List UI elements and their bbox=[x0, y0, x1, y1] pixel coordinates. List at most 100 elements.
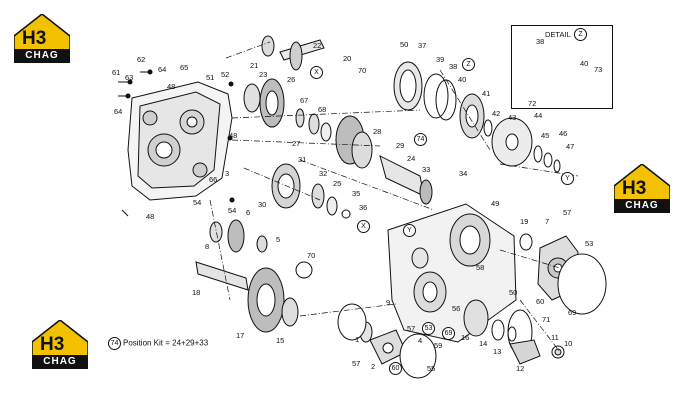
part-label: 56 bbox=[452, 304, 461, 313]
part-label: 19 bbox=[520, 217, 529, 226]
logo-word: CHAG bbox=[14, 49, 70, 63]
bolt-set-left bbox=[118, 69, 235, 217]
part-label: 62 bbox=[137, 55, 146, 64]
part-label: 4 bbox=[418, 336, 423, 345]
gear-28 bbox=[335, 115, 373, 169]
part-label: 46 bbox=[559, 129, 568, 138]
part-label: 5 bbox=[276, 235, 281, 244]
part-label: 53 bbox=[585, 239, 594, 248]
part-label: 37 bbox=[418, 41, 427, 50]
cover-44 bbox=[491, 117, 533, 167]
part-label: 13 bbox=[493, 347, 502, 356]
view-marker-x: X bbox=[357, 220, 370, 233]
part-label: 64 bbox=[158, 65, 167, 74]
house-logo-icon bbox=[614, 164, 670, 201]
part-label: 65 bbox=[180, 63, 189, 72]
part-label: 21 bbox=[250, 61, 259, 70]
cover-plate-2 bbox=[369, 329, 407, 365]
part-label: 43 bbox=[508, 113, 517, 122]
view-marker-y: Y bbox=[403, 224, 416, 237]
logo-word: CHAG bbox=[32, 355, 88, 369]
part-label: 48 bbox=[167, 82, 176, 91]
part-label: 39 bbox=[436, 55, 445, 64]
part-label: 47 bbox=[566, 142, 575, 151]
part-label: 6 bbox=[246, 208, 251, 217]
part-label: 70 bbox=[307, 251, 316, 260]
gear-26 bbox=[243, 78, 285, 128]
view-marker-x: X bbox=[310, 66, 323, 79]
part-label: 33 bbox=[422, 165, 431, 174]
circled-part-label: 69 bbox=[442, 327, 455, 340]
part-label: 50 bbox=[509, 288, 518, 297]
house-logo-icon bbox=[14, 14, 70, 51]
part-label: 27 bbox=[292, 139, 301, 148]
part-label: 71 bbox=[542, 315, 551, 324]
seal-ring-37 bbox=[393, 61, 423, 111]
part-label: 57 bbox=[563, 208, 572, 217]
part-label: 57 bbox=[407, 324, 416, 333]
brand-logo: H3 CHAG bbox=[614, 164, 670, 214]
part-label: 20 bbox=[343, 54, 352, 63]
input-shaft-22 bbox=[261, 35, 325, 71]
circled-part-label: 60 bbox=[389, 362, 402, 375]
part-label: 24 bbox=[407, 154, 416, 163]
part-label: 30 bbox=[258, 200, 267, 209]
part-label: 55 bbox=[427, 364, 436, 373]
part-label: 54 bbox=[228, 206, 237, 215]
brand-logo: H3 CHAG bbox=[32, 320, 88, 370]
part-label: 22 bbox=[313, 41, 322, 50]
part-label: 35 bbox=[352, 189, 361, 198]
part-label: 66 bbox=[209, 175, 218, 184]
part-label: 14 bbox=[479, 339, 488, 348]
valve-12 bbox=[509, 339, 541, 365]
part-label: 69 bbox=[568, 308, 577, 317]
logo-code: H3 bbox=[40, 334, 65, 355]
part-label: 40 bbox=[458, 75, 467, 84]
part-label: 52 bbox=[221, 70, 230, 79]
part-label: 42 bbox=[492, 109, 501, 118]
part-label: 58 bbox=[476, 263, 485, 272]
part-label: 3 bbox=[225, 169, 230, 178]
part-label: 18 bbox=[192, 288, 201, 297]
detail-ref-marker: Z bbox=[574, 28, 587, 41]
gear-17 bbox=[247, 267, 285, 333]
part-label: 12 bbox=[516, 364, 525, 373]
part-label: 11 bbox=[551, 333, 559, 342]
part-label: 51 bbox=[206, 73, 215, 82]
part-label: 60 bbox=[536, 297, 545, 306]
part-label: 41 bbox=[482, 89, 491, 98]
logo-code: H3 bbox=[622, 178, 647, 199]
part-label: 32 bbox=[319, 169, 328, 178]
part-label: 29 bbox=[396, 141, 405, 150]
kit-note-ref: 74 bbox=[108, 337, 121, 350]
detail-part-label: 40 bbox=[580, 59, 589, 68]
flange-41 bbox=[459, 93, 485, 139]
part-label: 28 bbox=[373, 127, 382, 136]
part-label: 57 bbox=[352, 359, 361, 368]
part-label: 15 bbox=[276, 336, 285, 345]
circled-part-label: 53 bbox=[422, 322, 435, 335]
part-label: 54 bbox=[193, 198, 202, 207]
shaft-33 bbox=[379, 155, 425, 197]
part-label: 61 bbox=[112, 68, 121, 77]
part-label: 23 bbox=[259, 70, 268, 79]
brand-logo: H3 CHAG bbox=[14, 14, 70, 64]
part-label: 70 bbox=[358, 66, 367, 75]
part-label: 9 bbox=[386, 298, 391, 307]
part-label: 2 bbox=[371, 362, 376, 371]
part-label: 26 bbox=[287, 75, 296, 84]
part-label: 17 bbox=[236, 331, 245, 340]
detail-part-label: 38 bbox=[536, 37, 545, 46]
view-marker-z: Z bbox=[462, 58, 475, 71]
part-label: 10 bbox=[564, 339, 573, 348]
part-label: 67 bbox=[300, 96, 309, 105]
house-logo-icon bbox=[32, 320, 88, 357]
part-label: 36 bbox=[359, 203, 368, 212]
detail-z-box: DETAIL Z 38 40 72 73 bbox=[511, 25, 613, 109]
gear-4 bbox=[209, 219, 268, 253]
logo-code: H3 bbox=[22, 28, 47, 49]
part-label: 31 bbox=[298, 155, 307, 164]
